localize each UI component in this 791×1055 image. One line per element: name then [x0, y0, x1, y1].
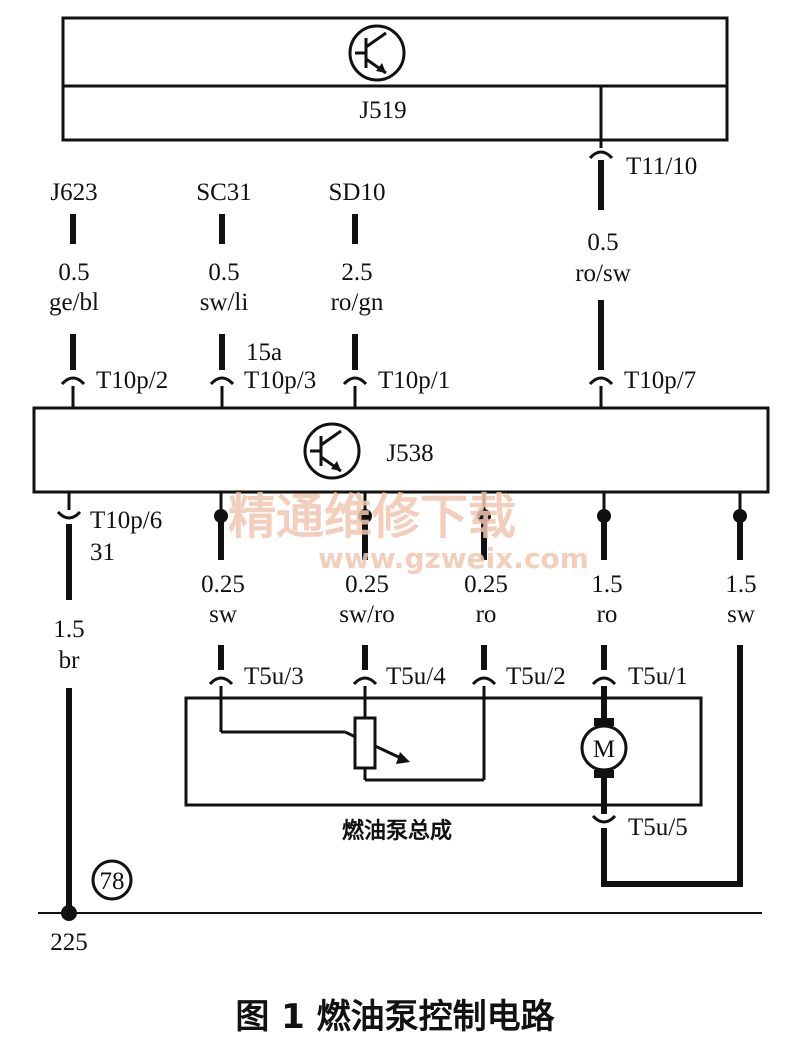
j538-label: J538 — [386, 440, 433, 467]
source-label: J623 — [50, 179, 97, 206]
module-j538: J538 — [32, 406, 770, 494]
terminal-31: 31 — [90, 539, 115, 566]
wire-color: sw — [209, 601, 237, 628]
watermark: 精通维修下载 www.gzweix.com — [228, 489, 589, 575]
transistor-icon — [348, 24, 406, 82]
connector-t5u-3: T5u/3 — [244, 663, 304, 690]
wire-t5u-2: 0.25 ro T5u/2 — [464, 492, 566, 690]
j519-label: J519 — [359, 97, 406, 124]
wire-color: ge/bl — [49, 289, 99, 316]
wire-color: br — [59, 647, 81, 674]
wire-gauge: 2.5 — [341, 259, 372, 286]
connector-t10p-2: T10p/2 — [96, 367, 168, 394]
wire-gauge: 1.5 — [591, 571, 622, 598]
connector-t10p-6: T10p/6 — [90, 507, 162, 534]
wire-gauge: 1.5 — [725, 571, 756, 598]
ground-point: 78 225 — [38, 859, 762, 956]
wire-t5u-4: 0.25 sw/ro T5u/4 — [339, 492, 446, 690]
connector-t10p-1: T10p/1 — [378, 367, 450, 394]
ground-ref-78: 78 — [100, 868, 125, 895]
wire-color: sw/ro — [339, 601, 395, 628]
wire-sd10: SD10 2.5 ro/gn T10p/1 — [329, 179, 450, 408]
wire-ground: T10p/6 31 1.5 br — [53, 492, 162, 921]
wire-t5u-1: 1.5 ro T5u/1 — [591, 492, 688, 690]
wire-sc31: SC31 0.5 sw/li 15a T10p/3 — [196, 179, 316, 408]
connector-t5u-4: T5u/4 — [386, 663, 446, 690]
wire-j623: J623 0.5 ge/bl T10p/2 — [49, 179, 168, 408]
wire-color: ro/gn — [331, 289, 384, 316]
wire-return-sw: 1.5 sw — [725, 492, 757, 884]
wire-gauge: 0.5 — [208, 259, 239, 286]
wire-gauge: 0.25 — [464, 571, 508, 598]
module-j519: J519 — [61, 16, 729, 142]
wire-color: ro/sw — [575, 260, 631, 287]
svg-text:M: M — [593, 736, 615, 763]
wire-color: sw/li — [200, 289, 249, 316]
wire-t5u-3: 0.25 sw T5u/3 — [201, 492, 304, 690]
fuel-pump-label: 燃油泵总成 — [342, 818, 452, 844]
source-label: SD10 — [329, 179, 386, 206]
source-label: SC31 — [196, 179, 252, 206]
svg-text:精通维修下载: 精通维修下载 — [228, 489, 516, 545]
connector-t11-10: T11/10 — [626, 153, 697, 180]
wire-gauge: 0.25 — [345, 571, 389, 598]
connector-t10p-7: T10p/7 — [624, 367, 696, 394]
wire-color: ro — [597, 601, 618, 628]
motor-icon: M — [580, 718, 628, 778]
wire-j519-output: T11/10 0.5 ro/sw T10p/7 — [575, 86, 697, 408]
fuel-pump-assembly: M T5u/5 燃油泵总成 — [184, 686, 743, 887]
terminal-15a: 15a — [246, 339, 282, 366]
fuel-level-sender-icon — [353, 716, 377, 770]
wire-gauge: 1.5 — [53, 616, 84, 643]
svg-text:www.gzweix.com: www.gzweix.com — [318, 542, 589, 575]
transistor-icon — [303, 422, 361, 480]
connector-t5u-1: T5u/1 — [628, 663, 688, 690]
ground-number: 225 — [50, 929, 88, 956]
figure-caption: 图 1 燃油泵控制电路 — [235, 997, 555, 1037]
wire-gauge: 0.5 — [58, 259, 89, 286]
connector-t10p-3: T10p/3 — [244, 367, 316, 394]
wire-color: sw — [727, 601, 755, 628]
wire-color: ro — [476, 601, 497, 628]
wire-gauge: 0.25 — [201, 571, 245, 598]
connector-t5u-5: T5u/5 — [628, 814, 688, 841]
wire-gauge: 0.5 — [587, 229, 618, 256]
connector-t5u-2: T5u/2 — [506, 663, 566, 690]
